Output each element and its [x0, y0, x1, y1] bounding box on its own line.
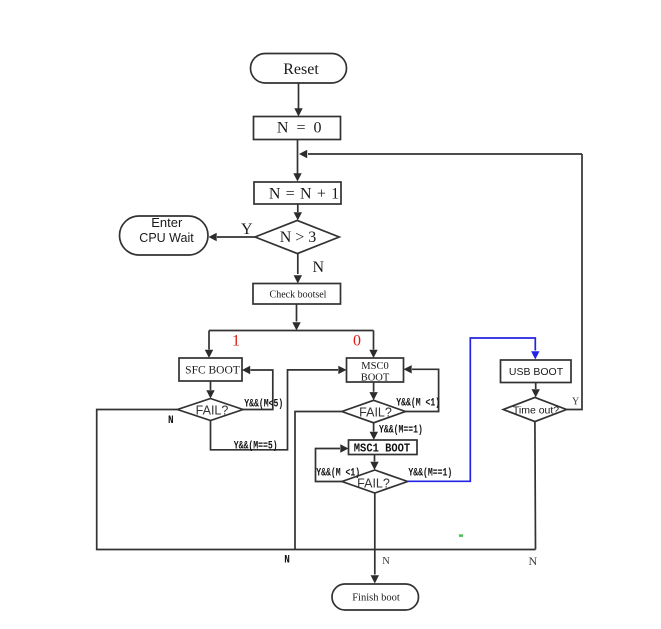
svg-text:N: N: [168, 415, 174, 427]
svg-text:Enter: Enter: [151, 215, 183, 230]
svg-text:FAIL?: FAIL?: [196, 404, 229, 418]
svg-text:USB BOOT: USB BOOT: [509, 366, 564, 378]
svg-text:FAIL?: FAIL?: [357, 477, 390, 491]
svg-text:1: 1: [232, 333, 240, 350]
svg-text:Y&&(M <1): Y&&(M <1): [316, 466, 360, 479]
svg-text:N: N: [382, 556, 390, 567]
svg-text:N = N + 1: N = N + 1: [269, 186, 339, 203]
svg-text:Reset: Reset: [283, 61, 319, 78]
svg-text:N: N: [529, 554, 538, 568]
svg-text:CPU Wait: CPU Wait: [139, 231, 194, 245]
svg-text:Y: Y: [572, 396, 579, 407]
svg-text:N = 0: N = 0: [277, 120, 322, 137]
svg-text:Finish boot: Finish boot: [352, 592, 400, 603]
svg-text:BOOT: BOOT: [361, 372, 390, 383]
svg-text:Y&&(M==1): Y&&(M==1): [379, 423, 423, 436]
svg-text:Time out?: Time out?: [513, 405, 559, 417]
svg-text:N: N: [313, 259, 325, 276]
svg-text:Y&&(M==5): Y&&(M==5): [234, 439, 278, 452]
svg-text:Y&&(M==1): Y&&(M==1): [408, 466, 452, 479]
svg-text:0: 0: [353, 333, 361, 350]
svg-text:Y: Y: [241, 221, 253, 238]
svg-text:N: N: [284, 555, 290, 567]
svg-text:FAIL?: FAIL?: [359, 406, 392, 420]
svg-text:Y&&(M <1): Y&&(M <1): [396, 396, 440, 409]
svg-text:Y&&(M<5): Y&&(M<5): [244, 397, 283, 410]
svg-text:MSC1 BOOT: MSC1 BOOT: [354, 443, 411, 456]
svg-text:MSC0: MSC0: [361, 361, 388, 372]
svg-text:SFC BOOT: SFC BOOT: [185, 364, 240, 376]
svg-text:Check bootsel: Check bootsel: [270, 289, 327, 300]
svg-text:N > 3: N > 3: [280, 229, 317, 246]
